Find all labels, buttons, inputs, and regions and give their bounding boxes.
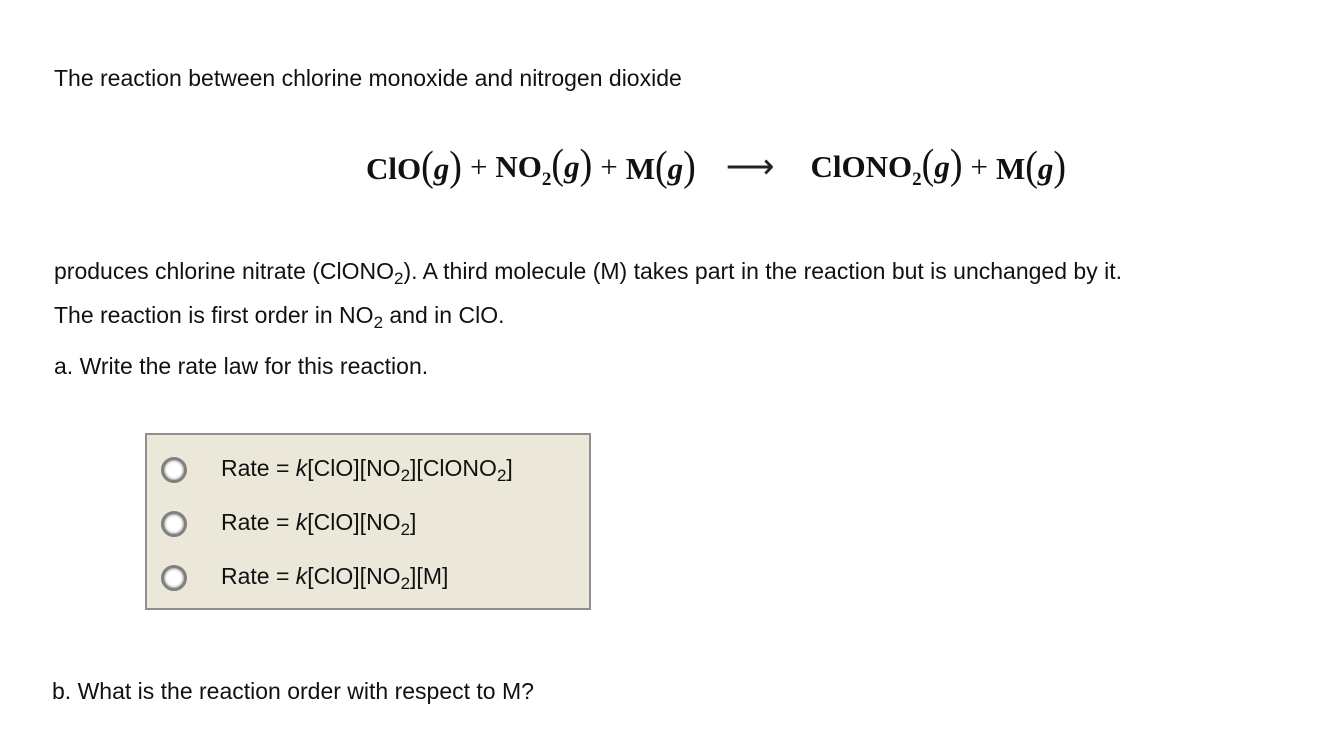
choice-label: Rate = k[ClO][NO2][ClONO2]	[221, 454, 513, 485]
plus-sign: +	[600, 149, 618, 184]
reaction-arrow-icon: ⟶	[725, 149, 775, 186]
answer-choices-box: Rate = k[ClO][NO2][ClONO2] Rate = k[ClO]…	[145, 433, 591, 610]
plus-sign: +	[970, 149, 988, 184]
radio-button[interactable]	[161, 457, 187, 483]
reaction-equation: ClO(g) + NO2(g) + M(g) ⟶ ClONO2(g) + M(g…	[366, 141, 1066, 192]
plus-sign: +	[469, 149, 488, 184]
choice-label: Rate = k[ClO][NO2][M]	[221, 562, 449, 593]
choice-option-1[interactable]: Rate = k[ClO][NO2][ClONO2]	[161, 450, 513, 490]
reactant-clo: ClO(g)	[366, 143, 462, 191]
product-clono2: ClONO2(g)	[810, 141, 963, 190]
paragraph-line-2: The reaction is first order in NO2 and i…	[54, 302, 505, 332]
radio-button[interactable]	[161, 511, 187, 537]
paragraph-line-1: produces chlorine nitrate (ClONO2). A th…	[54, 258, 1122, 288]
question-a: a. Write the rate law for this reaction.	[54, 353, 429, 379]
radio-button[interactable]	[161, 565, 187, 591]
question-b: b. What is the reaction order with respe…	[52, 678, 534, 704]
description-paragraph: produces chlorine nitrate (ClONO2). A th…	[54, 253, 1122, 341]
reactant-m: M(g)	[625, 143, 696, 191]
reactant-no2: NO2(g)	[495, 141, 593, 190]
choice-label: Rate = k[ClO][NO2]	[221, 508, 417, 539]
choice-option-2[interactable]: Rate = k[ClO][NO2]	[161, 504, 416, 544]
intro-text: The reaction between chlorine monoxide a…	[54, 65, 682, 91]
choice-option-3[interactable]: Rate = k[ClO][NO2][M]	[161, 558, 448, 598]
product-m: M(g)	[995, 143, 1067, 191]
